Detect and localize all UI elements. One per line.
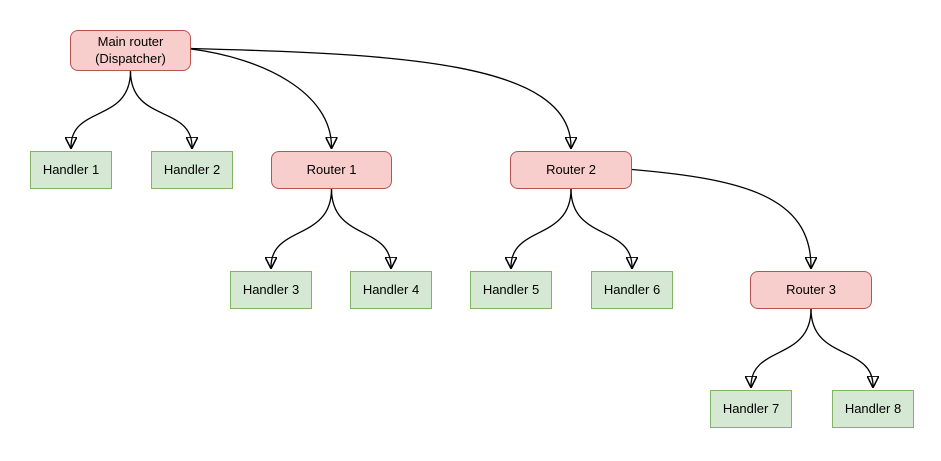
- node-handler-5: Handler 5: [470, 271, 552, 309]
- node-handler-8: Handler 8: [832, 390, 914, 428]
- node-handler-4-label: Handler 4: [362, 281, 420, 297]
- edge-router-1-to-handler-4: [330, 188, 392, 267]
- node-handler-4: Handler 4: [350, 271, 432, 309]
- node-handler-8-label: Handler 8: [844, 400, 902, 416]
- node-handler-2: Handler 2: [151, 151, 233, 189]
- node-handler-1-label: Handler 1: [42, 161, 100, 177]
- node-handler-3: Handler 3: [230, 271, 312, 309]
- node-router-1-label: Router 1: [306, 161, 357, 177]
- node-handler-3-label: Handler 3: [242, 281, 300, 297]
- node-handler-1: Handler 1: [30, 151, 112, 189]
- edge-main-router-to-router-2: [190, 47, 571, 148]
- node-router-1: Router 1: [271, 151, 392, 189]
- node-router-3-label: Router 3: [786, 281, 836, 297]
- edge-router-2-to-handler-6: [570, 188, 632, 267]
- node-handler-7-label: Handler 7: [722, 400, 780, 416]
- edge-main-router-to-handler-2: [129, 70, 193, 147]
- node-handler-7: Handler 7: [710, 390, 792, 428]
- edge-router-1-to-handler-3: [271, 188, 333, 267]
- node-handler-6-label: Handler 6: [603, 281, 661, 297]
- node-main-router: Main router (Dispatcher): [70, 30, 191, 71]
- node-handler-5-label: Handler 5: [482, 281, 540, 297]
- edge-router-2-to-handler-5: [511, 188, 572, 267]
- edge-router-3-to-handler-8: [810, 308, 873, 386]
- edge-main-router-to-handler-1: [71, 70, 132, 147]
- node-handler-6: Handler 6: [591, 271, 673, 309]
- edge-router-3-to-handler-7: [751, 308, 812, 386]
- edge-main-router-to-router-1: [190, 48, 332, 147]
- node-handler-2-label: Handler 2: [163, 161, 221, 177]
- node-router-3: Router 3: [750, 271, 872, 309]
- node-router-2-label: Router 2: [546, 161, 596, 177]
- node-router-2: Router 2: [510, 151, 632, 189]
- node-main-router-label: Main router (Dispatcher): [95, 33, 166, 66]
- edge-router-2-to-router-3: [631, 168, 811, 268]
